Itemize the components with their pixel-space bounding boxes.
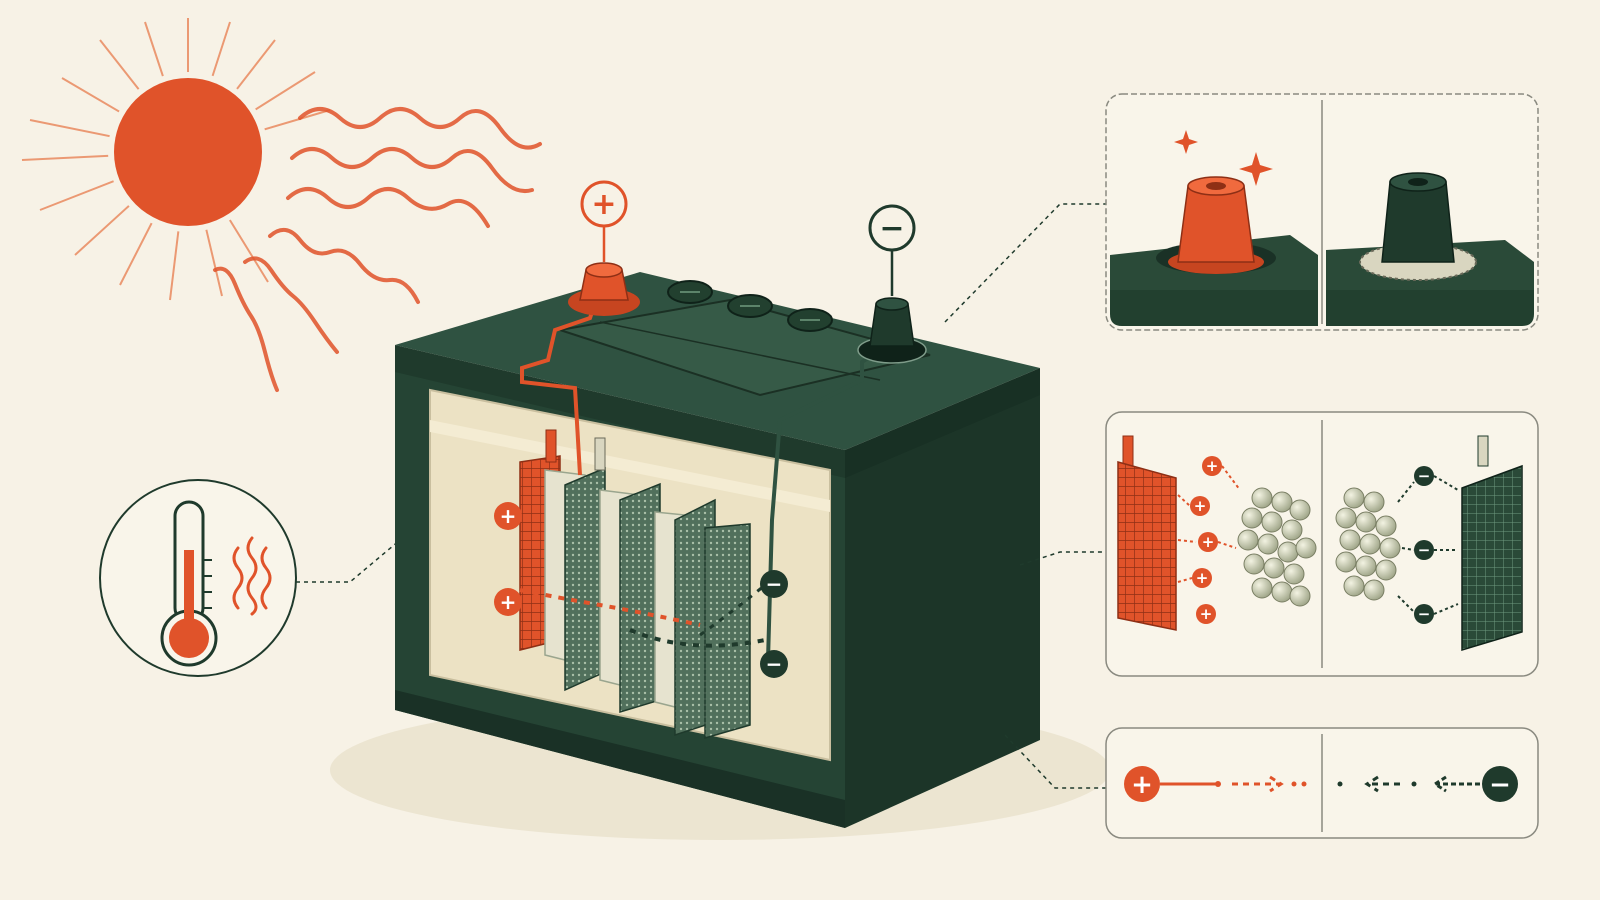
svg-text:+: + xyxy=(500,590,517,614)
leader-line xyxy=(1019,551,1106,566)
heat-wave-icon xyxy=(232,536,272,616)
electrolyte-surface xyxy=(430,420,830,512)
leader-line xyxy=(296,539,401,583)
car-battery: + + − − + − xyxy=(395,180,1040,828)
ion-flow-positive xyxy=(519,588,701,627)
svg-text:+: + xyxy=(500,504,517,528)
negative-flow-indicator: − xyxy=(1337,766,1518,802)
negative-terminal-closeup xyxy=(1326,172,1534,326)
svg-text:+: + xyxy=(1200,605,1213,623)
charge-marker-positive: + xyxy=(1202,456,1222,476)
svg-text:−: − xyxy=(1418,467,1431,485)
thermometer-callout xyxy=(99,479,401,677)
charge-marker-positive: + xyxy=(494,588,522,616)
charge-marker-positive: + xyxy=(1198,532,1218,552)
svg-text:−: − xyxy=(766,652,783,676)
negative-internal-wire xyxy=(766,348,882,661)
charge-marker-negative: − xyxy=(1414,466,1434,486)
charge-marker-negative: − xyxy=(1414,604,1434,624)
charge-marker-positive: + xyxy=(1196,604,1216,624)
negative-terminal-icon: − xyxy=(857,204,927,364)
svg-text:−: − xyxy=(1489,770,1511,800)
terminal-corrosion-panel xyxy=(1105,93,1539,331)
plate-sulfation-panel: + + + + + − xyxy=(1105,411,1539,677)
svg-text:+: + xyxy=(1131,770,1153,800)
sun-disc xyxy=(114,78,262,226)
charge-marker-positive: + xyxy=(1192,568,1212,588)
svg-text:−: − xyxy=(1418,605,1431,623)
ion-flow-negative xyxy=(629,628,766,648)
svg-text:−: − xyxy=(766,572,783,596)
charge-marker-positive: + xyxy=(1190,496,1210,516)
negative-grid-plate xyxy=(1461,435,1523,652)
leader-line xyxy=(944,203,1106,323)
charge-marker-negative: − xyxy=(1414,540,1434,560)
pellet-cluster-right xyxy=(1335,487,1401,601)
charge-marker-positive: + xyxy=(494,502,522,530)
svg-text:+: + xyxy=(1206,457,1219,475)
sparkle-icon xyxy=(1239,152,1273,186)
positive-ion-markers: + + + + + xyxy=(1177,456,1241,624)
svg-text:+: + xyxy=(1196,569,1209,587)
positive-flow-indicator: + xyxy=(1124,766,1307,802)
flow-arrow-right xyxy=(1232,775,1284,793)
battery-plates xyxy=(519,429,751,739)
sun-icon xyxy=(21,18,331,301)
leader-line xyxy=(1004,734,1106,789)
negative-ion-markers: − − − xyxy=(1397,466,1459,624)
svg-text:+: + xyxy=(1202,533,1215,551)
thermometer-icon xyxy=(160,500,218,667)
svg-text:+: + xyxy=(1194,497,1207,515)
positive-terminal-icon: + xyxy=(568,180,640,316)
current-flow-panel: + − xyxy=(1105,727,1539,839)
pellet-cluster-left xyxy=(1237,487,1317,607)
charge-marker-negative: − xyxy=(760,570,788,598)
svg-text:−: − xyxy=(1418,541,1431,559)
positive-internal-wire xyxy=(520,299,598,476)
positive-terminal-closeup xyxy=(1110,130,1318,326)
positive-grid-plate xyxy=(1117,435,1177,631)
svg-text:+: + xyxy=(591,187,616,222)
svg-text:−: − xyxy=(879,211,904,246)
flow-arrow-left xyxy=(1364,775,1400,793)
sparkle-icon xyxy=(1174,130,1198,154)
charge-marker-negative: − xyxy=(760,650,788,678)
heat-wave-icon xyxy=(213,107,542,392)
vent-caps xyxy=(667,280,833,332)
